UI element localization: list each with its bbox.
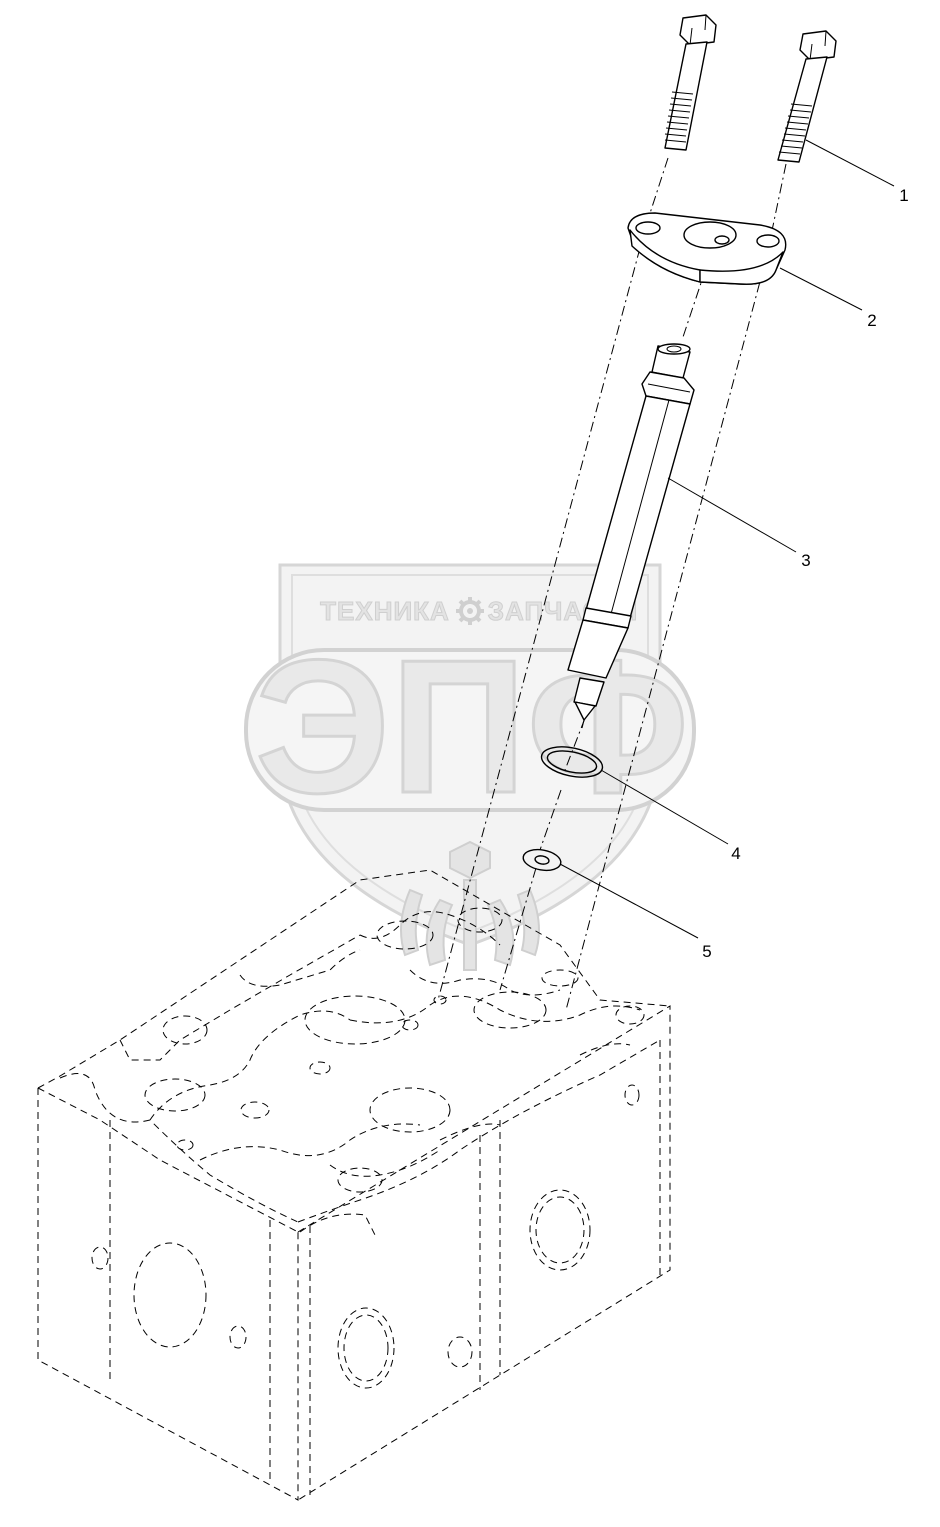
alignment-lines <box>437 157 787 1011</box>
callout-2: 2 <box>779 267 877 330</box>
sealing-washer <box>522 848 562 872</box>
callout-number-5: 5 <box>702 942 711 961</box>
callout-number-4: 4 <box>731 844 740 863</box>
fuel-injector <box>567 343 695 729</box>
bolt-left <box>664 14 717 151</box>
callout-3: 3 <box>667 477 811 570</box>
cylinder-head <box>37 869 671 1501</box>
callout-5: 5 <box>559 863 712 961</box>
callout-1: 1 <box>805 139 909 205</box>
callout-number-3: 3 <box>801 551 810 570</box>
injector-clamp <box>627 212 787 285</box>
callout-number-1: 1 <box>899 186 908 205</box>
watermark-top-left: ТЕХНИКА <box>320 596 450 626</box>
bolt-right <box>777 30 837 163</box>
wheat-emblem-icon <box>400 840 540 971</box>
callout-number-2: 2 <box>867 311 876 330</box>
o-ring <box>540 746 604 778</box>
watermark-logo-text: ЭПФ <box>255 621 689 833</box>
callout-4: 4 <box>600 769 741 863</box>
gear-icon <box>456 597 484 625</box>
